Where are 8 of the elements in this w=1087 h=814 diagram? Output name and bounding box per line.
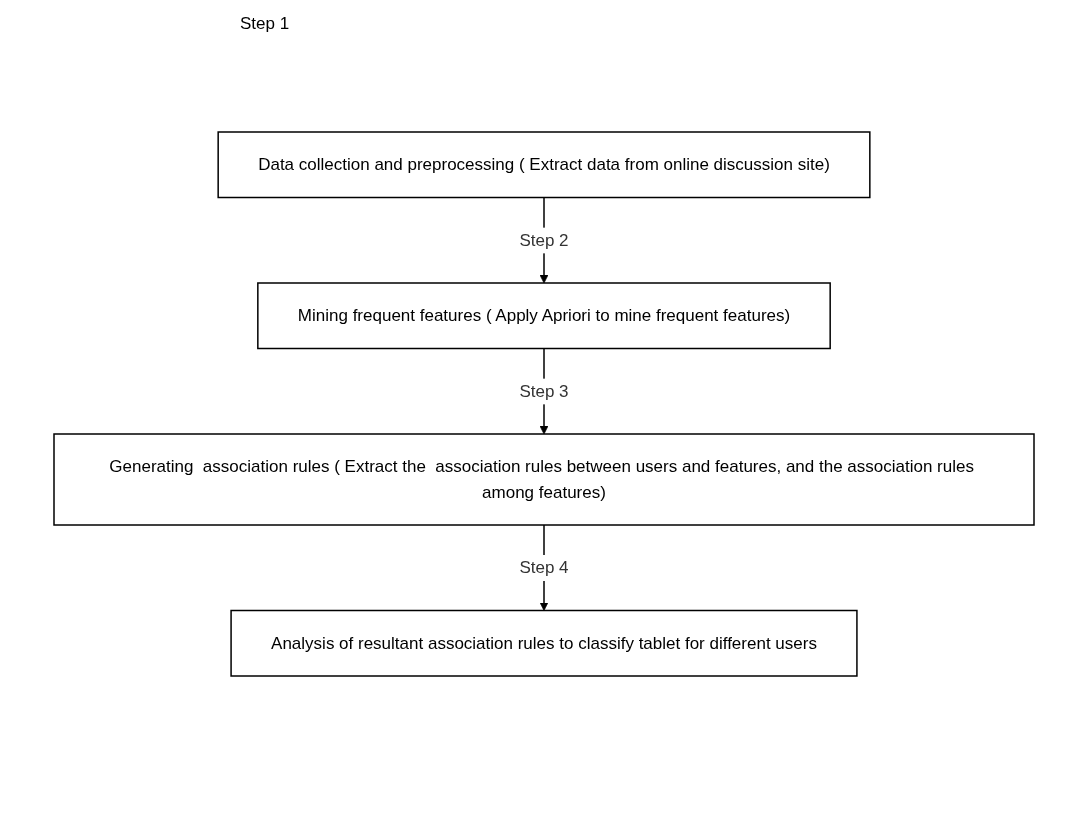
edge-label: Step 3 [518, 381, 569, 401]
node-box: Generating association rules ( Extract the association rules between users and features, and the association rules among features) [52, 433, 1035, 526]
edge-label: Step 4 [518, 558, 569, 577]
edge-label: Step 2 [518, 230, 569, 250]
node-box: Mining frequent features ( Apply Apriori to mine frequent features) [256, 282, 831, 350]
node-box: Analysis of resultant association rules to classify tablet for different users [229, 609, 858, 677]
node-box: Data collection and preprocessing ( Extract data from online discussion site) [216, 131, 871, 199]
step-label: Step 1 [240, 14, 291, 34]
